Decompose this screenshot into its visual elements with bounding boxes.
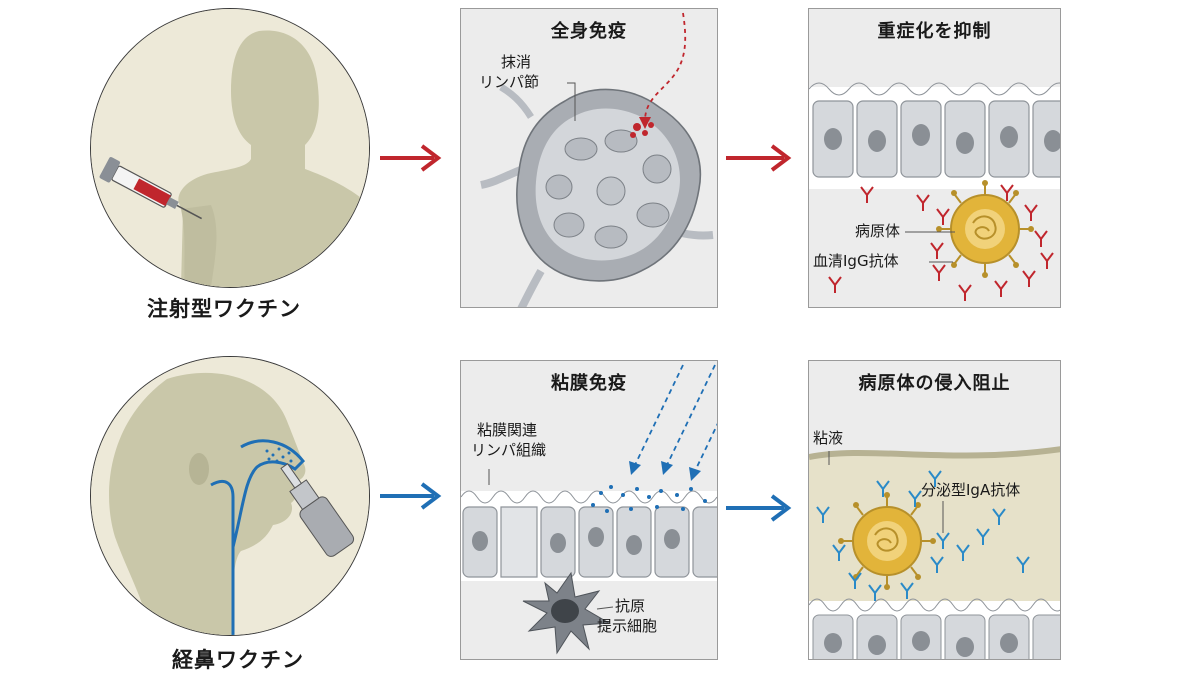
- antigen-arrows: [634, 364, 717, 472]
- label-malt-1: 粘膜関連: [477, 421, 538, 439]
- label-malt-2: リンパ組織: [471, 441, 547, 459]
- label-pathogen: 病原体: [855, 222, 901, 240]
- arrow-icon-nasal-2: [726, 494, 792, 522]
- panel-title: 重症化を抑制: [877, 21, 992, 42]
- pathogen: [936, 180, 1034, 278]
- person-silhouette: [178, 30, 369, 287]
- panel-title: 粘膜免疫: [551, 373, 627, 394]
- iga-antibodies: [816, 470, 1030, 601]
- arrow-icon-injection-2: [726, 144, 792, 172]
- panel-title: 全身免疫: [551, 21, 627, 42]
- caption-nasal-vaccine: 経鼻ワクチン: [172, 648, 304, 672]
- nasal-spray-mist: [265, 447, 293, 463]
- label-serum-igg: 血清IgG抗体: [813, 252, 899, 270]
- label-apc-2: 提示細胞: [597, 617, 658, 635]
- arrow-icon-nasal-1: [380, 482, 442, 510]
- syringe-icon: [99, 157, 203, 220]
- panel-title: 病原体の侵入阻止: [858, 373, 1011, 394]
- nasal-spray-bottle-icon: [280, 463, 355, 557]
- panel-invasion-blocking: 病原体の侵入阻止 粘液 分泌型IgA抗体: [808, 360, 1061, 660]
- label-peripheral: 抹消: [501, 53, 532, 71]
- epithelial-cells: [812, 100, 1060, 178]
- label-apc-1: 抗原: [615, 597, 646, 615]
- panel-systemic-immunity: 全身免疫 抹消 リンパ節: [460, 8, 718, 308]
- arrow-icon-injection-1: [380, 144, 442, 172]
- label-mucus: 粘液: [813, 429, 844, 447]
- antigen-presenting-cell: [522, 571, 611, 655]
- igg-antibodies: [828, 184, 1054, 301]
- injection-illustration: [90, 8, 370, 288]
- head-silhouette: [109, 372, 306, 635]
- lymph-node: [480, 83, 714, 307]
- panel-severity-suppression: 重症化を抑制 病原体 血清IgG抗体: [808, 8, 1061, 308]
- nasal-illustration: [90, 356, 370, 636]
- label-lymph-node: リンパ節: [479, 73, 540, 91]
- panel-mucosal-immunity: 粘膜免疫 粘膜関連 リンパ組織 抗原 提示細胞: [460, 360, 718, 660]
- antigen-path-arrow: [644, 12, 687, 122]
- pathogen: [838, 492, 936, 590]
- caption-injection-vaccine: 注射型ワクチン: [147, 297, 301, 321]
- label-secretory-iga: 分泌型IgA抗体: [921, 481, 1021, 499]
